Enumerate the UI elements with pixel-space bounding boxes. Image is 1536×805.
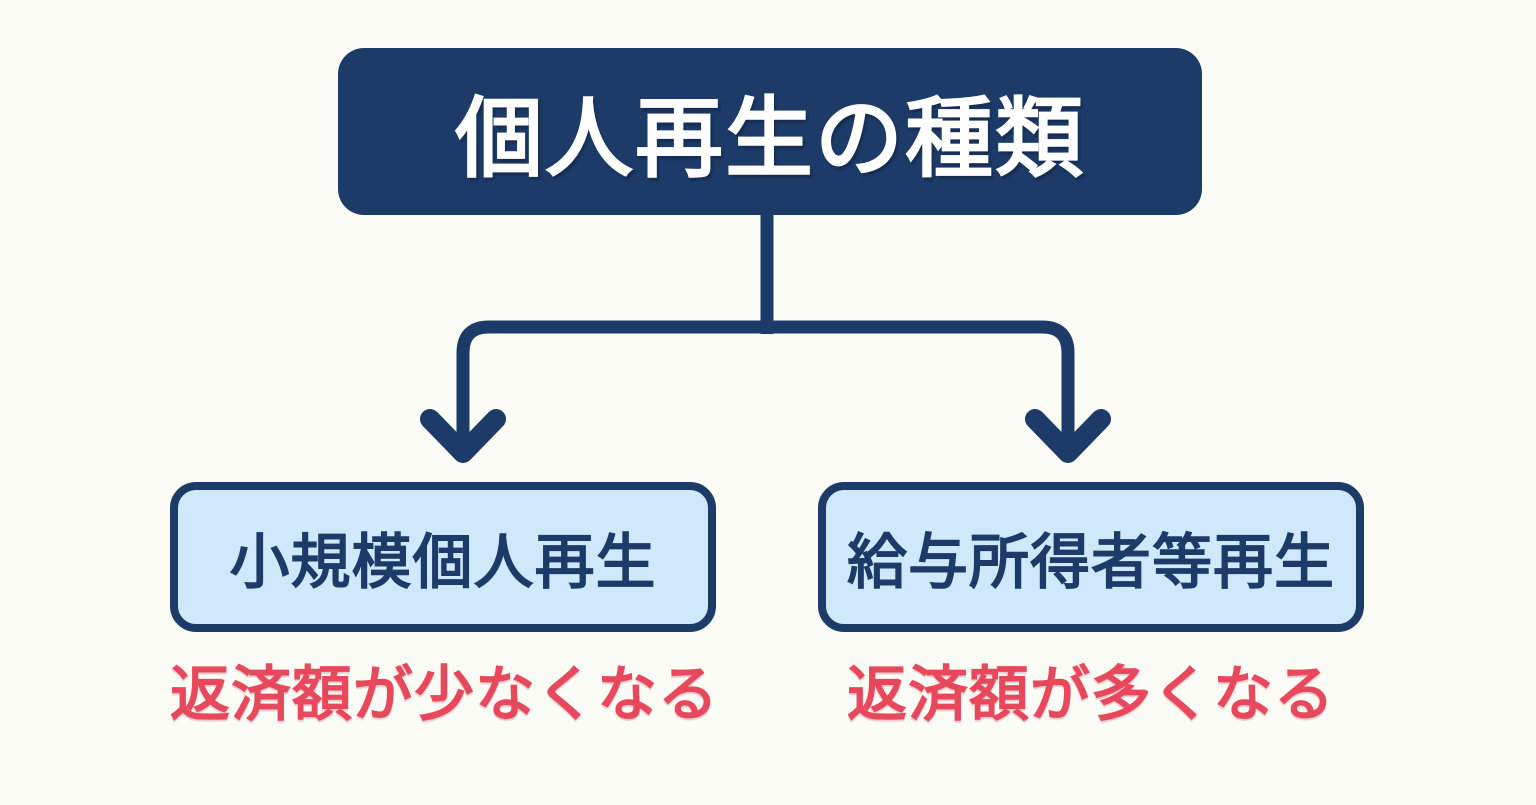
connector-branch-line [456, 320, 1075, 443]
arrow-down-right-icon [1025, 409, 1111, 463]
arrow-down-left-icon [420, 409, 506, 463]
branch-note-decrease: 返済額が少なくなる [170, 661, 719, 728]
branch-note-increase: 返済額が多くなる [847, 661, 1335, 728]
branch-node-salary-earner: 給与所得者等再生 [818, 482, 1364, 632]
root-node: 個人再生の種類 [338, 48, 1202, 215]
branch-node-label: 小規模個人再生 [229, 528, 657, 596]
root-node-label: 個人再生の種類 [454, 89, 1085, 188]
branch-node-small-scale: 小規模個人再生 [170, 482, 716, 632]
branch-node-label: 給与所得者等再生 [847, 528, 1335, 596]
